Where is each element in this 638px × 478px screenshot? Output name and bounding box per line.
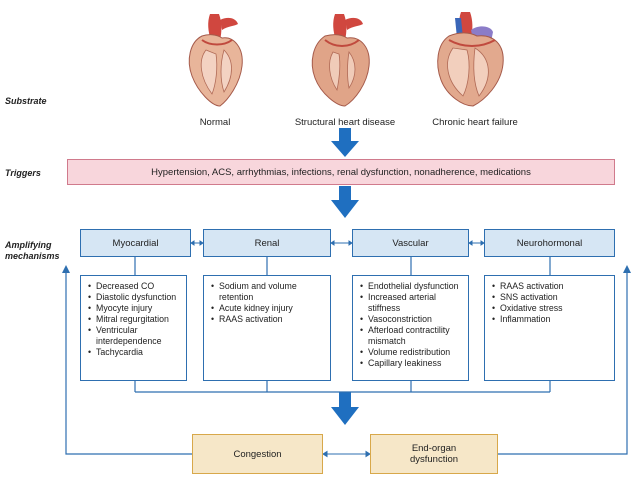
feedback-arrowhead-left (62, 265, 70, 273)
row-label-mechanisms: mechanisms (5, 251, 60, 261)
feedback-loop-right (498, 272, 628, 455)
list-item: Endothelial dysfunction (360, 281, 462, 292)
list-item: Inflammation (492, 314, 608, 325)
triggers-box: Hypertension, ACS, arrhythmias, infectio… (67, 159, 615, 185)
triggers-text: Hypertension, ACS, arrhythmias, infectio… (151, 166, 531, 178)
list-item: Diastolic dysfunction (88, 292, 180, 303)
list-item: RAAS activation (492, 281, 608, 292)
list-item: Decreased CO (88, 281, 180, 292)
header-body-connectors (134, 257, 551, 275)
down-arrow-substrate (331, 128, 359, 157)
outcome-link-arrow (322, 450, 371, 458)
mechanism-body-myocardial: Decreased CO Diastolic dysfunction Myocy… (80, 275, 187, 381)
list-item: Vasoconstriction (360, 314, 462, 325)
mech-link-arrows (190, 240, 485, 246)
list-item: Tachycardia (88, 347, 180, 358)
list-item: Myocyte injury (88, 303, 180, 314)
mechanism-header-renal: Renal (203, 229, 331, 257)
end-organ-box: End-organ dysfunction (370, 434, 498, 474)
row-label-amplifying: Amplifying (5, 240, 52, 250)
mechanism-title: Vascular (392, 237, 429, 249)
list-item: Oxidative stress (492, 303, 608, 314)
mechanism-title: Neurohormonal (516, 237, 583, 249)
down-arrow-mechanisms (331, 392, 359, 425)
mechanism-body-renal: Sodium and volume retention Acute kidney… (203, 275, 331, 381)
mechanism-header-neurohormonal: Neurohormonal (484, 229, 615, 257)
list-item: SNS activation (492, 292, 608, 303)
end-organ-label-line1: End-organ (411, 443, 457, 454)
list-item: Volume redistribution (360, 347, 462, 358)
substrate-label-chronic: Chronic heart failure (432, 117, 518, 128)
mechanism-title: Renal (254, 237, 280, 249)
congestion-box: Congestion (192, 434, 323, 474)
row-label-substrate: Substrate (5, 96, 47, 106)
normal-heart-illustration (188, 14, 243, 107)
list-item: RAAS activation (211, 314, 324, 325)
substrate-label-normal: Normal (199, 117, 231, 128)
substrate-label-structural: Structural heart disease (294, 117, 396, 128)
mechanism-body-vascular: Endothelial dysfunction Increased arteri… (352, 275, 469, 381)
feedback-arrowhead-right (623, 265, 631, 273)
mechanism-header-vascular: Vascular (352, 229, 469, 257)
list-item: Increased arterial stiffness (360, 292, 462, 314)
list-item: Acute kidney injury (211, 303, 324, 314)
list-item: Ventricular interdependence (88, 325, 180, 347)
feedback-loop-left (65, 272, 192, 455)
row-label-triggers: Triggers (5, 168, 41, 178)
down-arrow-triggers (331, 186, 359, 218)
mechanism-header-myocardial: Myocardial (80, 229, 191, 257)
end-organ-label-line2: dysfunction (409, 454, 459, 465)
list-item: Sodium and volume retention (211, 281, 324, 303)
mechanism-body-neurohormonal: RAAS activation SNS activation Oxidative… (484, 275, 615, 381)
congestion-label: Congestion (233, 448, 282, 460)
structural-heart-illustration (311, 14, 370, 107)
list-item: Mitral regurgitation (88, 314, 180, 325)
list-item: Capillary leakiness (360, 358, 462, 369)
chronic-heart-illustration (437, 12, 504, 107)
mechanism-title: Myocardial (112, 237, 159, 249)
bottom-bracket (134, 381, 551, 393)
list-item: Afterload contractility mismatch (360, 325, 462, 347)
